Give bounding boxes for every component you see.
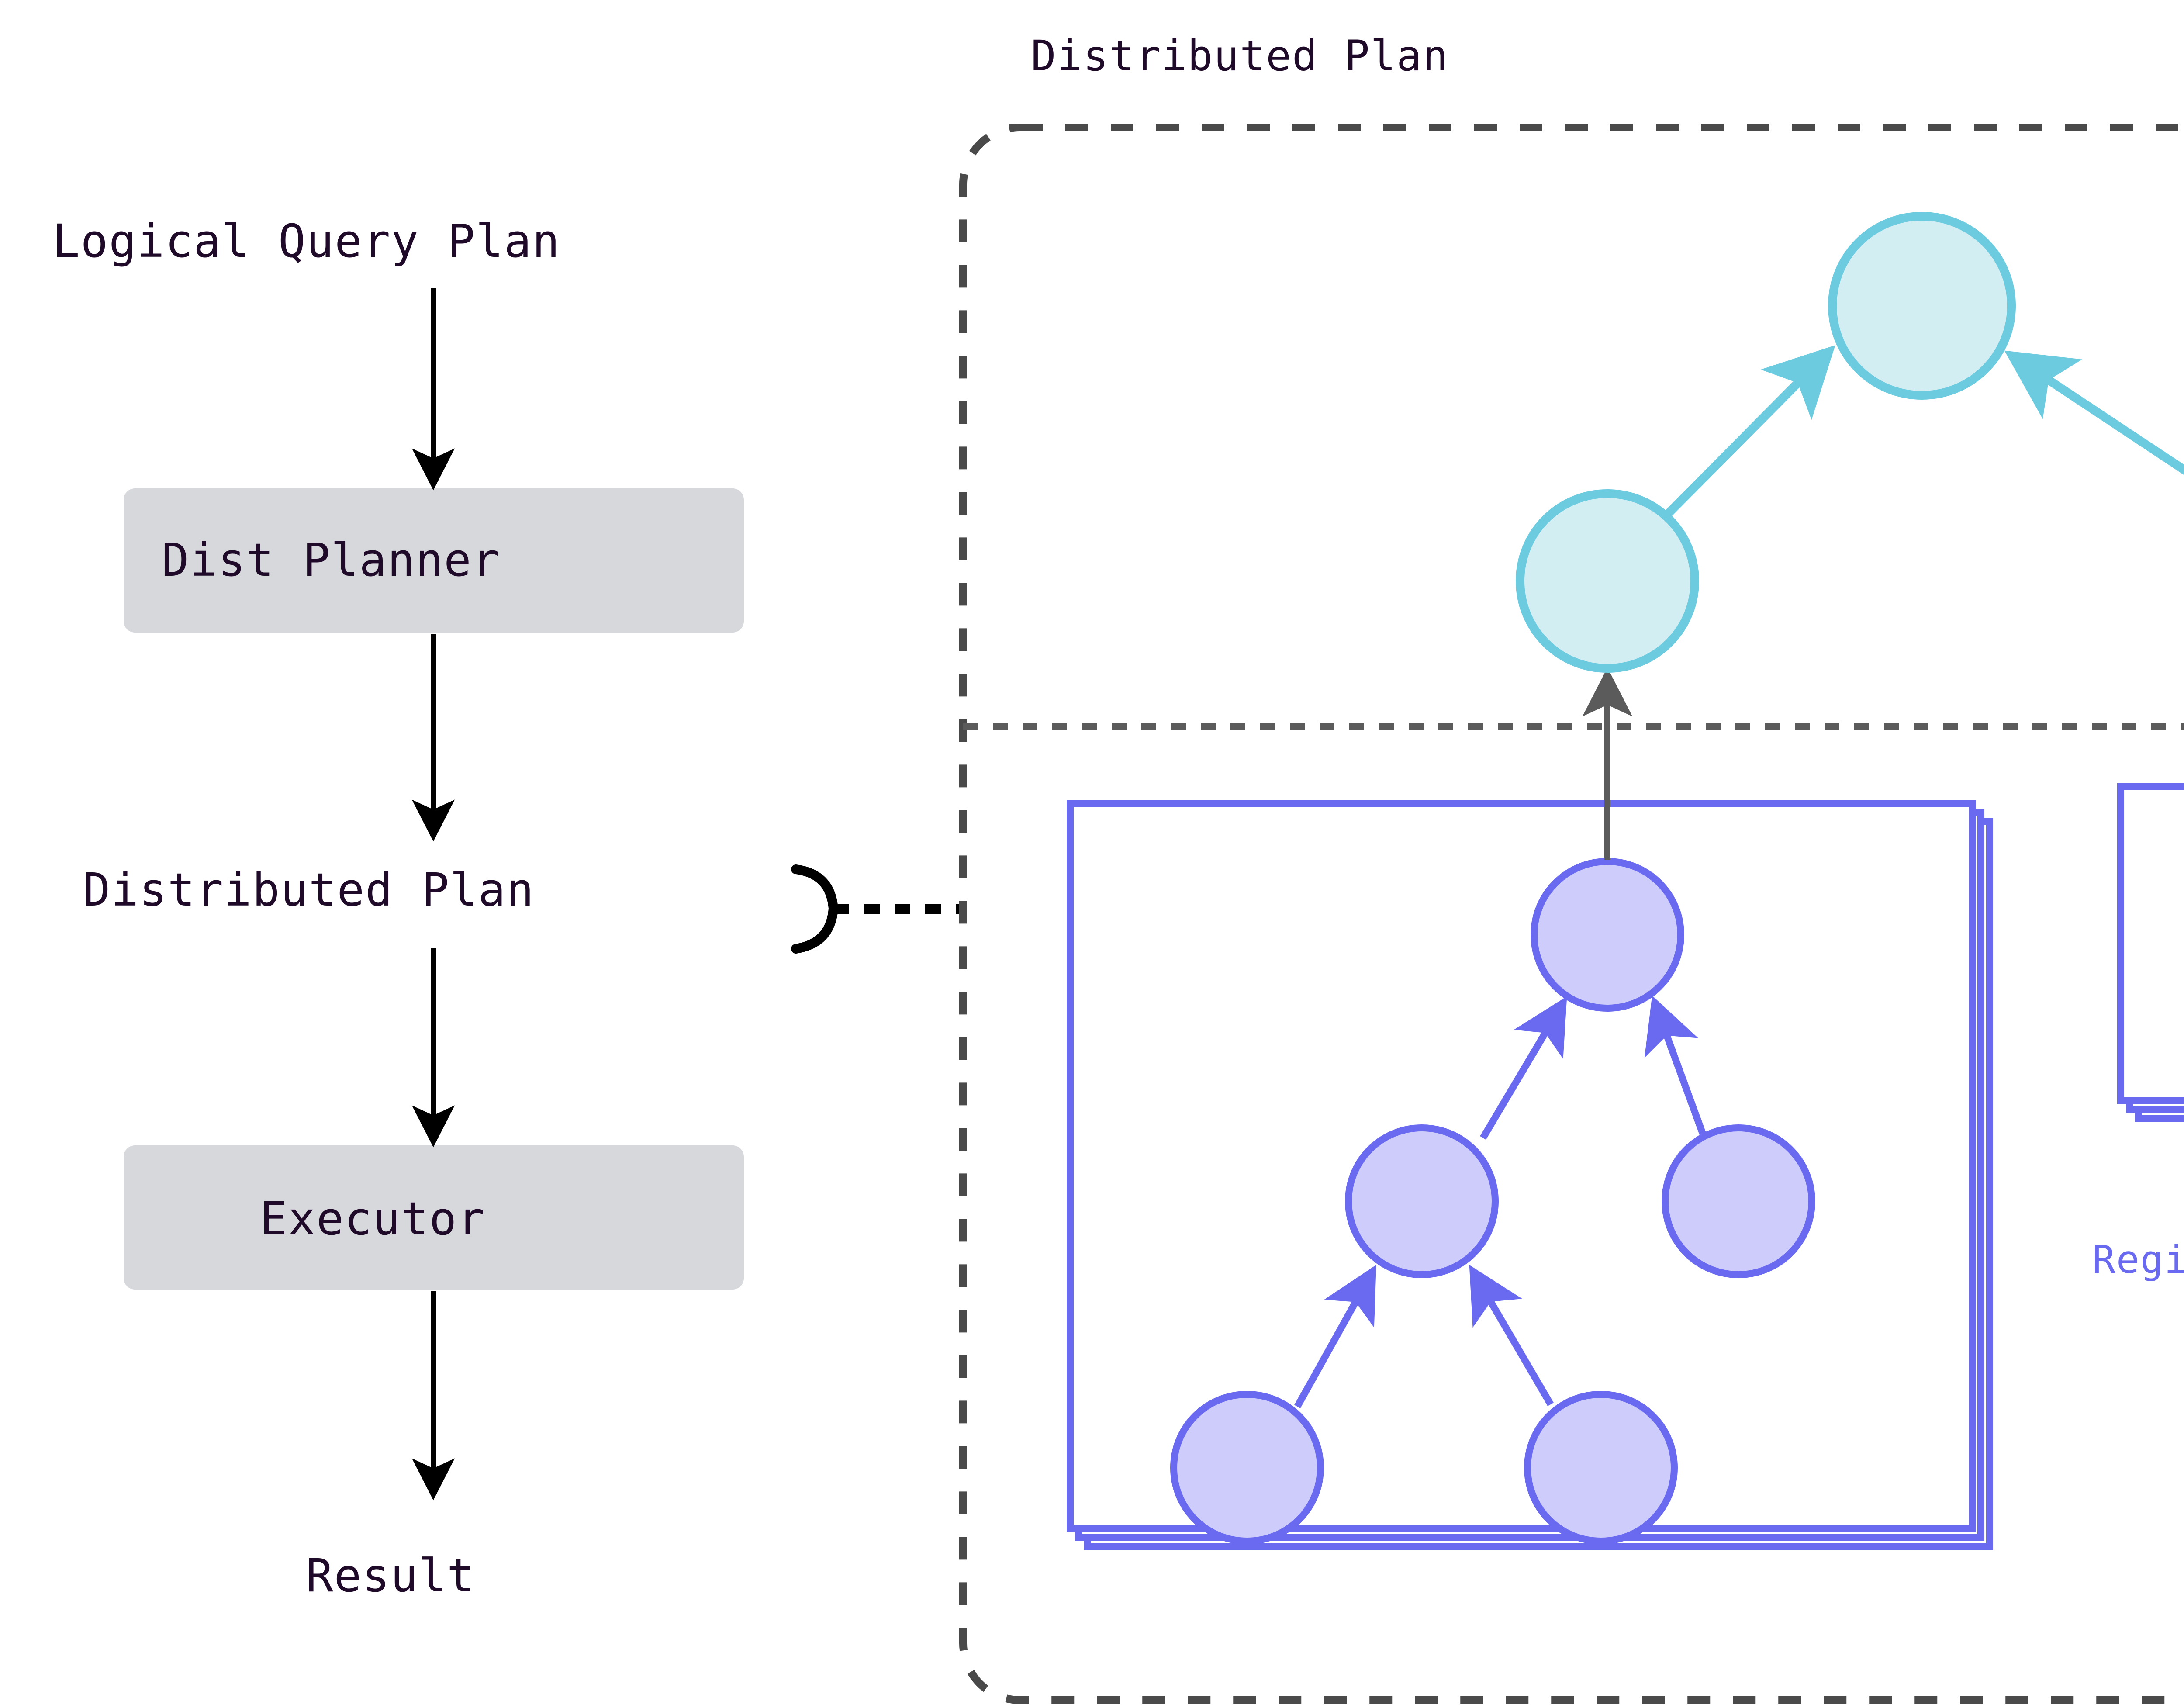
regions-label: Regions: [2092, 1237, 2184, 1282]
edge-dn-l-m2-to-root: [1644, 995, 1707, 1137]
distributed-plan-container: [959, 124, 2184, 1704]
datanode-node[interactable]: [1524, 1391, 1678, 1545]
region-group-left[interactable]: [1067, 800, 1993, 1550]
result-label: Result: [306, 1549, 475, 1602]
datanode-node[interactable]: [1170, 1391, 1324, 1545]
dist-planner-label: Dist Planner: [162, 533, 501, 587]
edge-dn-l-m1-to-root: [1480, 996, 1567, 1140]
executor-label: Executor: [260, 1192, 486, 1245]
logical-query-plan-label: Logical Query Plan: [52, 214, 561, 268]
datanode-node[interactable]: [1531, 858, 1684, 1012]
executor-box[interactable]: [124, 1145, 744, 1290]
region-group-right[interactable]: [2117, 783, 2184, 1122]
datanode-node[interactable]: [1662, 1124, 1815, 1278]
frontend-node-left[interactable]: [1516, 489, 1699, 673]
frontend-tree: [1516, 212, 2184, 673]
distplan-brace-connector: [791, 864, 963, 954]
container-title: Distributed Plan: [1031, 31, 1449, 80]
edge-dn-l-b1-to-m1: [1294, 1265, 1376, 1408]
dist-planner-box[interactable]: [124, 488, 744, 633]
pipeline-flow: [124, 288, 744, 1501]
region-sheet-front: [2117, 783, 2184, 1104]
datanode-node[interactable]: [1345, 1124, 1499, 1278]
frontend-node-root[interactable]: [1828, 212, 2016, 400]
edge-dn-l-b2-to-m1: [1469, 1265, 1554, 1407]
brace-icon: [791, 864, 839, 954]
edge-fe-left-to-root: [1661, 345, 1835, 521]
distributed-plan-label: Distributed Plan: [83, 863, 535, 916]
edge-fe-right-to-root: [2004, 350, 2184, 475]
